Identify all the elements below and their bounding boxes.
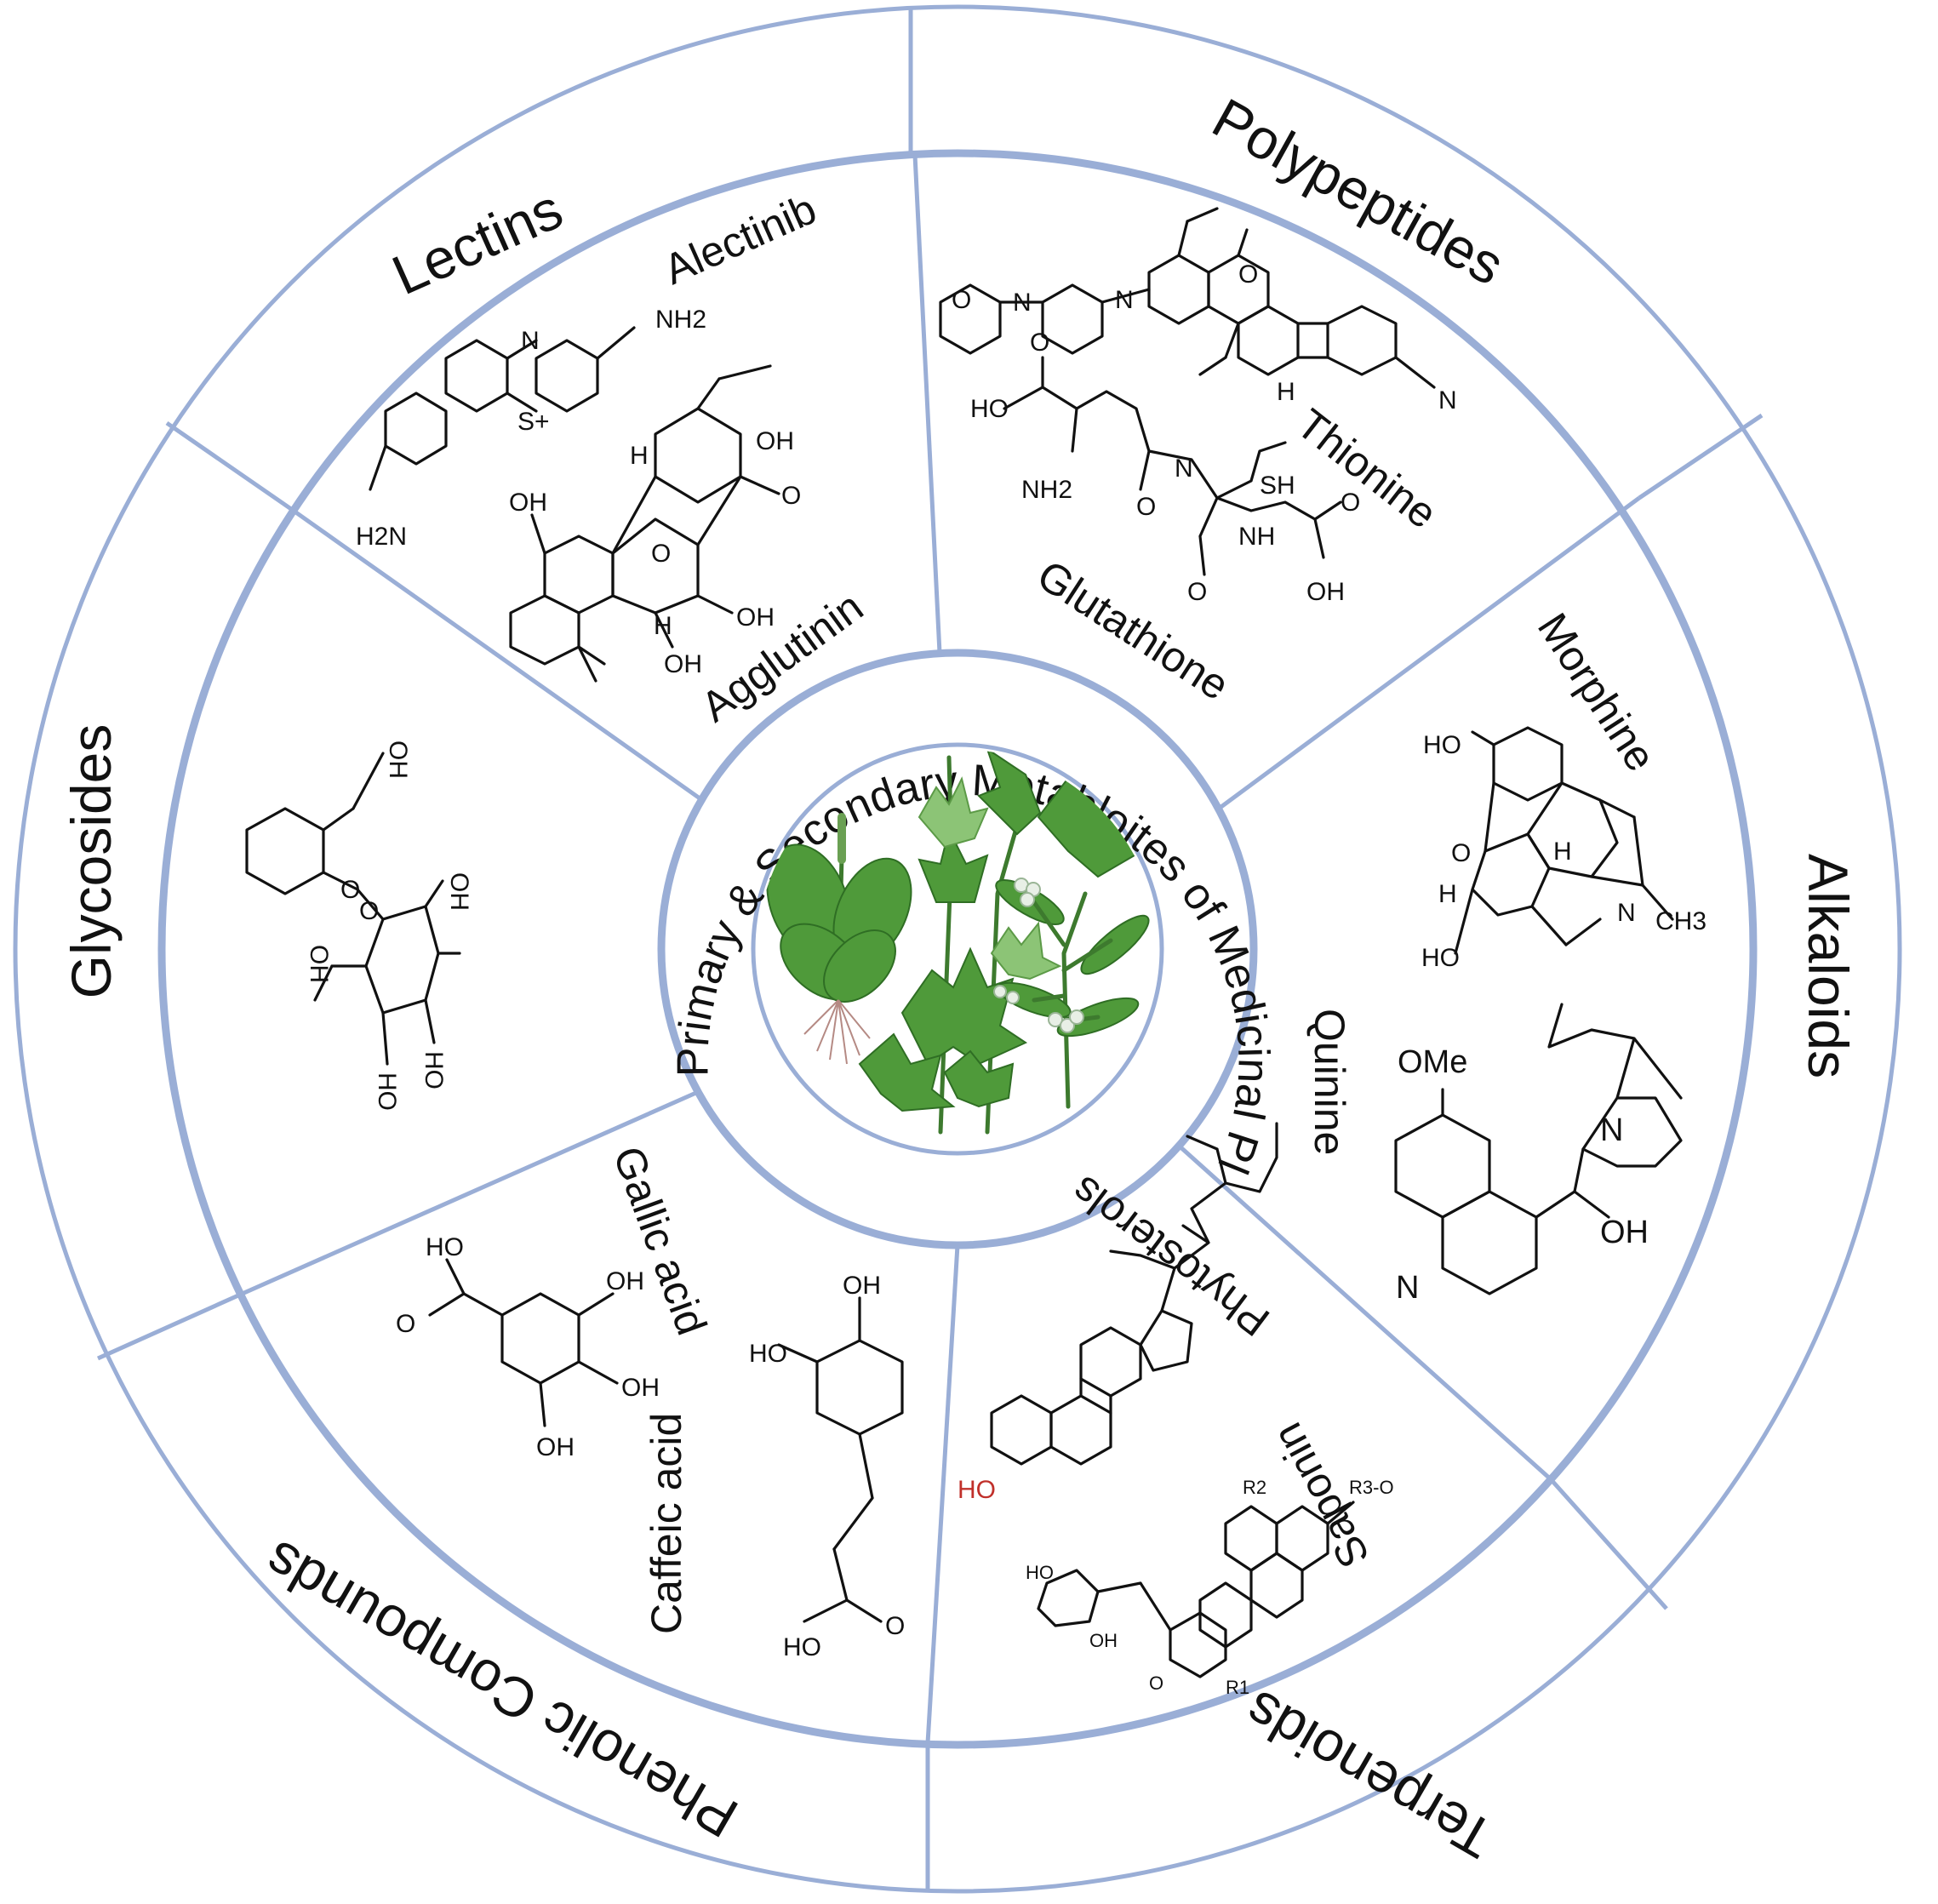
- label-caffeic-acid: Caffeic acid: [643, 1413, 690, 1634]
- atom-oh: OH: [736, 603, 775, 632]
- atom-o: O: [651, 540, 671, 568]
- atom-o: O: [1136, 493, 1156, 521]
- atom-h: H: [630, 442, 649, 470]
- atom-n: N: [1013, 289, 1032, 317]
- atom-oh: OH: [445, 872, 473, 911]
- atom-oh: OH: [621, 1374, 660, 1402]
- glycoside-structure: OH O O OH OH HO HO: [245, 740, 473, 1111]
- gallic-acid-structure: HO O OH OH OH: [396, 1233, 660, 1461]
- atom-oh: OH: [536, 1433, 575, 1461]
- atom-s-plus: S+: [517, 408, 550, 436]
- atom-nh2: NH2: [655, 306, 706, 334]
- atom-h: H: [1438, 880, 1457, 908]
- atom-oh: OH: [1089, 1630, 1118, 1651]
- atom-n: N: [1438, 386, 1457, 415]
- alectinib-structure: N S+ NH2 H2N: [356, 306, 706, 551]
- agglutinin-structure: OH O OH OH OH O H H: [509, 364, 801, 683]
- atom-o: O: [1341, 489, 1360, 517]
- saponin-structure: R3-O R2 R1 HO OH O: [1026, 1477, 1394, 1698]
- atom-ho: HO: [420, 1051, 448, 1089]
- atom-ho: HO: [958, 1476, 996, 1504]
- atom-ho: HO: [1026, 1562, 1054, 1583]
- atom-h: H: [1277, 378, 1295, 406]
- atom-oh: OH: [384, 740, 412, 779]
- atom-h2n: H2N: [356, 523, 407, 551]
- category-glycosides: Glycosides: [60, 724, 123, 999]
- medicinal-plants-illustration: [766, 749, 1152, 1135]
- label-quinine: Quinine: [1306, 1009, 1353, 1155]
- category-lectins: Lectins: [383, 177, 571, 307]
- atom-o: O: [1451, 839, 1471, 867]
- atom-o: O: [340, 876, 360, 904]
- atom-ho: HO: [749, 1340, 787, 1368]
- atom-oh: OH: [843, 1272, 881, 1300]
- atom-ho: HO: [1423, 731, 1461, 759]
- glutathione-structure: HO O NH2 O N SH NH O O OH: [970, 329, 1360, 606]
- atom-h: H: [654, 612, 672, 640]
- category-alkaloids: Alkaloids: [1797, 854, 1860, 1078]
- atom-nh: NH: [1238, 523, 1275, 551]
- atom-n: N: [1175, 455, 1193, 483]
- caffeic-acid-structure: OH HO HO O: [749, 1272, 905, 1661]
- atom-oh: OH: [305, 945, 333, 983]
- outer-ring: [13, 4, 1902, 1894]
- atom-ch3: CH3: [1655, 907, 1706, 935]
- atom-o: O: [781, 482, 801, 510]
- atom-o: O: [396, 1310, 415, 1338]
- thionine-structure: O N N O N H: [939, 207, 1457, 415]
- label-glutathione: Glutathione: [1029, 551, 1238, 709]
- label-morphine: Morphine: [1529, 604, 1665, 779]
- atom-ho: HO: [1421, 944, 1460, 972]
- atom-ho: HO: [783, 1633, 821, 1661]
- atom-r2: R2: [1243, 1477, 1266, 1498]
- atom-oh: OH: [664, 650, 702, 678]
- label-phytosterols: Phytosterols: [1062, 1167, 1278, 1346]
- atom-n: N: [1600, 1112, 1623, 1148]
- category-terpenoids: Terpenoids: [1234, 1678, 1504, 1871]
- phytosterol-structure: HO: [958, 1122, 1278, 1504]
- atom-oh: OH: [756, 427, 794, 455]
- atom-ome: OMe: [1398, 1044, 1467, 1080]
- atom-o: O: [885, 1612, 905, 1640]
- atom-sh: SH: [1260, 472, 1295, 500]
- atom-nh2: NH2: [1021, 476, 1072, 504]
- atom-oh: OH: [606, 1267, 644, 1295]
- atom-r3o: R3-O: [1349, 1477, 1394, 1498]
- inner-ring-inner: [751, 742, 1164, 1156]
- atom-n: N: [1115, 286, 1134, 314]
- quinine-structure: OMe N OH N: [1394, 1003, 1683, 1306]
- atom-o: O: [1238, 260, 1258, 289]
- middle-ring: [157, 149, 1758, 1749]
- inner-ring-outer: [657, 649, 1258, 1249]
- label-gallic-acid: Gallic acid: [604, 1141, 717, 1341]
- atom-n: N: [1617, 899, 1636, 927]
- atom-ho: HO: [426, 1233, 464, 1261]
- atom-oh: OH: [509, 489, 547, 517]
- atom-oh: OH: [1600, 1215, 1649, 1250]
- atom-o: O: [952, 286, 971, 314]
- atom-r1: R1: [1226, 1677, 1249, 1698]
- atom-n: N: [1396, 1270, 1419, 1306]
- atom-o: O: [359, 897, 379, 925]
- morphine-structure: HO O H H N CH3 HO: [1421, 726, 1706, 972]
- atom-ho: HO: [373, 1072, 401, 1111]
- atom-oh: OH: [1306, 578, 1345, 606]
- atom-ho: HO: [970, 395, 1009, 423]
- atom-o: O: [1187, 578, 1207, 606]
- outer-dividers: [96, 7, 1764, 1891]
- atom-o: O: [1030, 329, 1049, 357]
- atom-n: N: [521, 327, 540, 355]
- inner-dividers: [237, 154, 1641, 1744]
- atom-h: H: [1553, 838, 1572, 866]
- atom-o: O: [1149, 1672, 1163, 1694]
